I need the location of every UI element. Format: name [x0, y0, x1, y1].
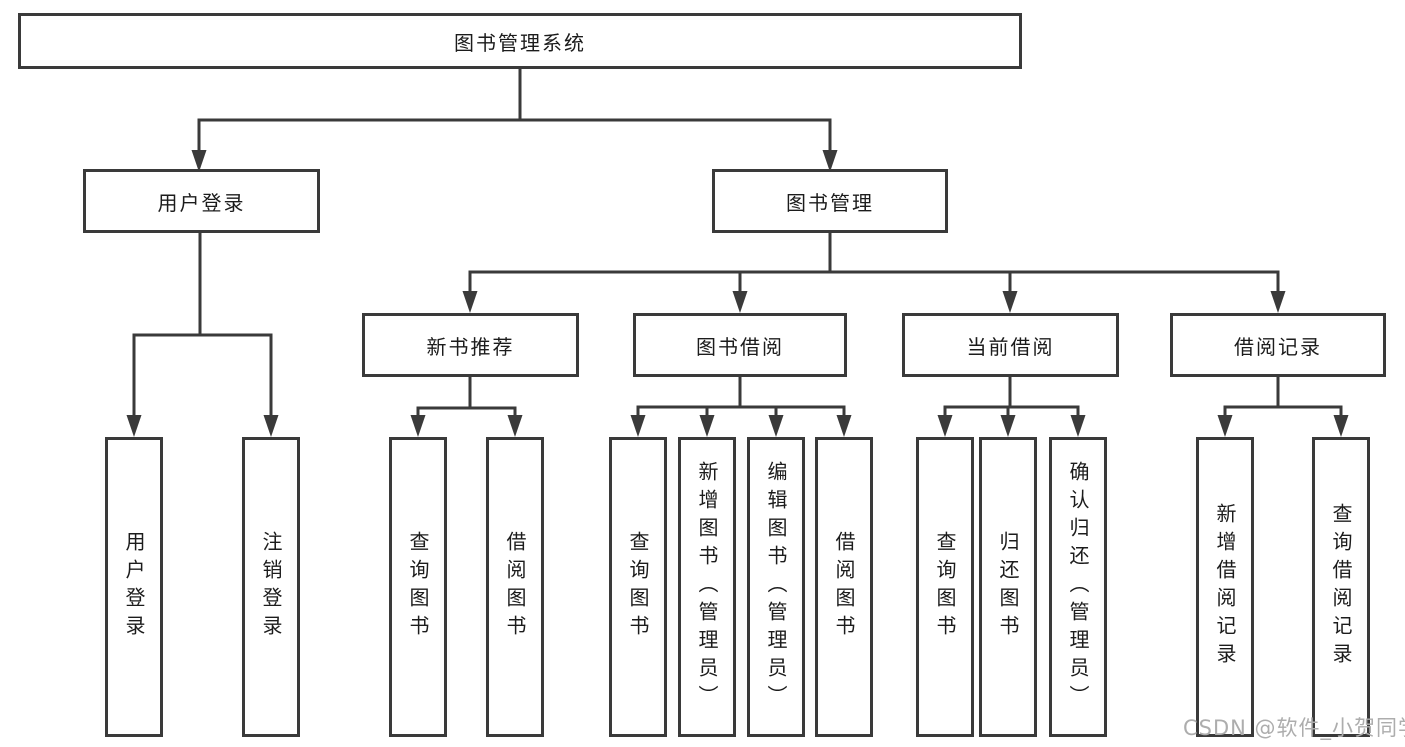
node-library-management-system: 图书管理系统	[18, 13, 1022, 69]
leaf-borrow-book-2: 借阅图书	[815, 437, 873, 737]
leaf-label: 查询图书	[406, 531, 430, 643]
node-borrow-records: 借阅记录	[1170, 313, 1386, 377]
leaf-label: 新增借阅记录	[1213, 503, 1237, 671]
leaf-label: 借阅图书	[832, 531, 856, 643]
leaf-query-borrow-record: 查询借阅记录	[1312, 437, 1370, 737]
node-label: 用户登录	[157, 190, 246, 215]
csdn-watermark: CSDN @软件_小贺同学	[1183, 716, 1405, 740]
node-label: 新书推荐	[426, 334, 515, 359]
leaf-query-book-1: 查询图书	[389, 437, 447, 737]
leaf-query-book-2: 查询图书	[609, 437, 667, 737]
node-label: 图书管理系统	[454, 30, 586, 55]
leaf-return-book: 归还图书	[979, 437, 1037, 737]
node-label: 借阅记录	[1234, 334, 1322, 359]
arrowheads	[126, 150, 1349, 437]
leaf-label: 注销登录	[259, 531, 283, 643]
node-label: 图书管理	[786, 190, 874, 215]
leaf-logout: 注销登录	[242, 437, 300, 737]
leaf-label: 新增图书（管理员）	[695, 461, 719, 713]
leaf-confirm-return-admin: 确认归还（管理员）	[1049, 437, 1107, 737]
leaf-label: 查询借阅记录	[1329, 503, 1353, 671]
leaf-borrow-book-1: 借阅图书	[486, 437, 544, 737]
leaf-label: 用户登录	[122, 531, 146, 643]
leaf-label: 确认归还（管理员）	[1066, 461, 1090, 713]
leaf-label: 查询图书	[626, 531, 650, 643]
leaf-label: 归还图书	[996, 531, 1020, 643]
node-user-login: 用户登录	[83, 169, 320, 233]
leaf-label: 查询图书	[933, 531, 957, 643]
node-book-borrow: 图书借阅	[633, 313, 847, 377]
node-label: 图书借阅	[696, 334, 784, 359]
leaf-user-login: 用户登录	[105, 437, 163, 737]
node-label: 当前借阅	[966, 334, 1055, 359]
leaf-query-book-3: 查询图书	[916, 437, 974, 737]
node-book-management: 图书管理	[712, 169, 948, 233]
node-new-book-recommend: 新书推荐	[362, 313, 579, 377]
leaf-edit-book-admin: 编辑图书（管理员）	[747, 437, 805, 737]
leaf-add-borrow-record: 新增借阅记录	[1196, 437, 1254, 737]
leaf-label: 借阅图书	[503, 531, 527, 643]
leaf-add-book-admin: 新增图书（管理员）	[678, 437, 736, 737]
leaf-label: 编辑图书（管理员）	[764, 461, 788, 713]
node-current-borrow: 当前借阅	[902, 313, 1119, 377]
